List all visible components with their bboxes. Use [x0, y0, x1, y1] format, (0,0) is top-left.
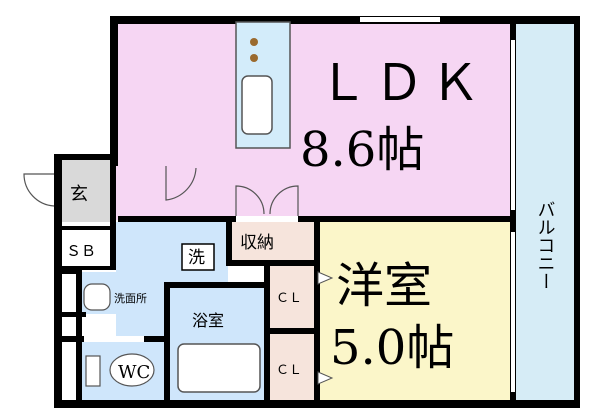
closet-area-2 [268, 332, 316, 402]
western-room-area [318, 222, 514, 402]
bath-top-wall [164, 282, 266, 288]
toilet-icon [109, 353, 155, 387]
laundry-label: 洗 [188, 248, 205, 268]
balcony-label: バルコニー [535, 200, 556, 290]
entry-top-wall [54, 154, 118, 160]
closet-divider-wall [264, 328, 318, 334]
ldk-area [116, 22, 514, 220]
western-left-wall [314, 222, 320, 402]
balcony-window-2 [511, 232, 515, 392]
shoe-box-label: ＳＢ [66, 242, 96, 260]
washroom-mid-wall [62, 312, 86, 317]
bathroom-label: 浴室 [192, 311, 224, 330]
western-size-label: 5.0帖 [330, 320, 454, 376]
storage-bottom-wall [226, 260, 316, 266]
closet-arrow-icon [317, 271, 334, 385]
toilet-tank-icon [85, 355, 101, 387]
laundry-box [181, 243, 215, 271]
entry-door-icon [23, 173, 55, 207]
sink-icon [241, 75, 273, 135]
outer-wall-top [110, 16, 576, 24]
storage-area [230, 222, 316, 262]
storage-left-wall [226, 222, 232, 264]
bath-left-wall [164, 286, 170, 402]
ldk-name-label: ＬＤＫ [318, 54, 486, 112]
ldk-door-icon [165, 166, 197, 201]
closet-label-1: ＣＬ [276, 291, 302, 306]
entry-area [60, 160, 114, 222]
balcony-window-1 [511, 40, 515, 210]
entry-right-wall [110, 160, 116, 270]
shoe-box-top-wall [58, 226, 116, 230]
entrance-label: 玄 [70, 184, 88, 205]
balcony-wall [510, 16, 516, 408]
toilet-door-gap [84, 336, 144, 342]
closet-area-1 [268, 264, 316, 330]
stove-burner-icon [250, 38, 258, 46]
toilet-label: WC [118, 362, 150, 383]
shoe-box-area [60, 230, 114, 268]
outer-wall-left-entry [54, 154, 62, 408]
top-window [360, 17, 440, 22]
washroom-top-wall [62, 268, 78, 274]
bathtub-icon [177, 343, 261, 393]
stove-burner-icon-2 [250, 54, 258, 62]
western-name-label: 洋室 [336, 258, 432, 314]
ldk-door-gap [236, 216, 298, 222]
double-door-icon [235, 185, 299, 216]
balcony-area [514, 22, 576, 400]
outer-wall-bottom [54, 400, 580, 408]
ldk-size-label: 8.6帖 [300, 122, 424, 178]
washbasin-icon [83, 283, 111, 311]
ldk-bottom-wall [118, 216, 510, 222]
washroom-label: 洗面所 [114, 292, 147, 305]
shoe-box-bottom-wall [58, 266, 116, 270]
storage-label: 収納 [240, 233, 274, 253]
outer-wall-right [574, 16, 580, 406]
outer-wall-left-ldk [110, 16, 118, 166]
closet-label-2: ＣＬ [276, 363, 302, 378]
